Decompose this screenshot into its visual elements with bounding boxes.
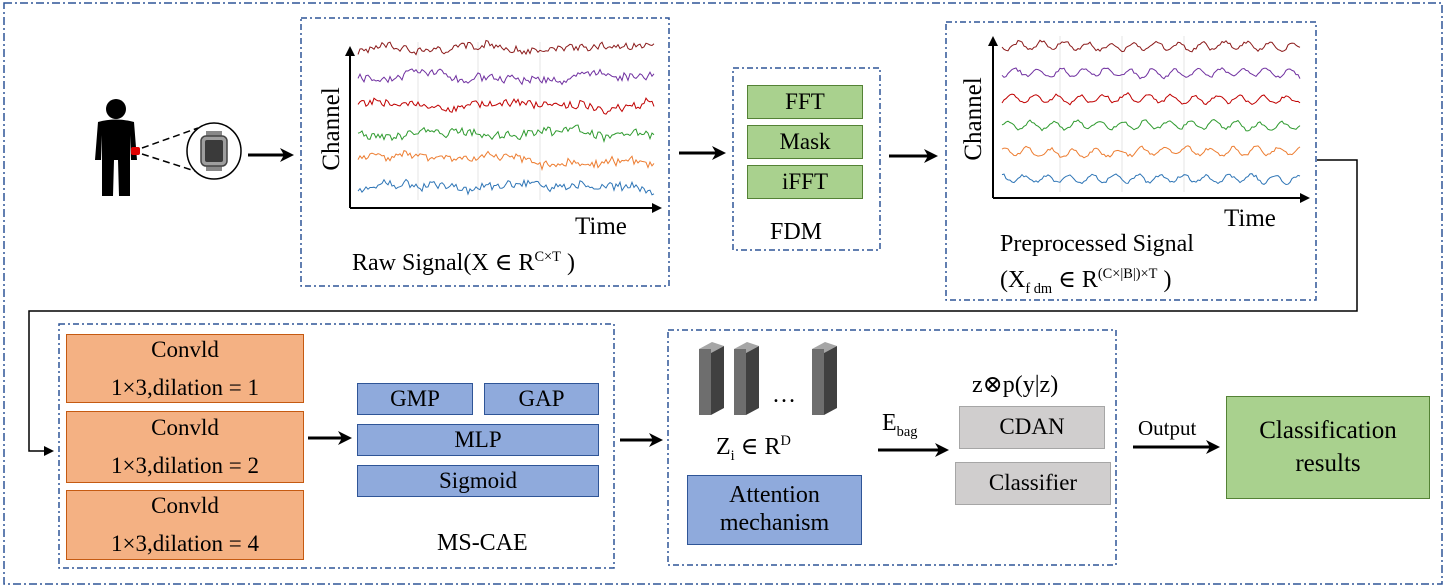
mlp-block: MLP (357, 424, 599, 456)
signal-trace (1001, 173, 1301, 186)
fdm-panel (732, 67, 881, 251)
classifier-block: Classifier (955, 462, 1111, 505)
ellipsis-label: … (772, 382, 796, 408)
pre-y-axis-label: Channel (960, 77, 987, 161)
signal-trace (1001, 39, 1301, 53)
raw-y-axis-label: Channel (318, 87, 345, 171)
output-label: Output (1138, 416, 1197, 440)
cdan-block: CDAN (959, 406, 1105, 449)
link-line-bottom (141, 153, 199, 173)
raw-signal-traces (357, 39, 655, 196)
smartwatch-icon (186, 122, 242, 180)
gap-block: GAP (484, 383, 599, 415)
classification-results-box: Classification results (1226, 396, 1430, 499)
cube-feature-icon (699, 342, 837, 415)
attention-panel (667, 329, 1117, 566)
signal-trace (1001, 91, 1301, 106)
signal-trace (357, 178, 655, 196)
outer-frame (3, 2, 1443, 585)
gmp-block: GMP (357, 383, 473, 415)
link-line-top (141, 127, 199, 149)
signal-trace (1001, 145, 1301, 159)
z-feature-label: Zi ∈ RD (716, 433, 791, 464)
signal-trace (1001, 67, 1301, 80)
e-bag-label: Ebag (882, 410, 918, 440)
ms-cae-caption: MS-CAE (437, 530, 528, 556)
mask-block: Mask (747, 125, 863, 159)
ifft-block: iFFT (747, 165, 863, 199)
signal-trace (1001, 119, 1301, 132)
fdm-caption: FDM (770, 219, 823, 245)
raw-x-axis-label: Time (575, 213, 627, 240)
raw-caption: Raw Signal(X ∈ RC×T ) (352, 249, 575, 276)
preprocessed-panel (945, 21, 1317, 301)
pre-caption-line1: Preprocessed Signal (1000, 231, 1194, 257)
cdan-formula: z⊗p(y|z) (972, 372, 1059, 398)
connector-to-ms-cae (28, 159, 1358, 456)
signal-trace (357, 68, 655, 86)
signal-trace (357, 149, 655, 172)
ms-cae-panel (58, 323, 615, 569)
signal-trace (357, 124, 655, 143)
sigmoid-block: Sigmoid (357, 465, 599, 497)
signal-trace (357, 97, 655, 115)
preprocessed-signal-traces (1001, 39, 1301, 186)
pre-caption-line2: (Xf dm ∈ R(C×|B|)×T ) (1000, 266, 1172, 297)
pre-x-axis-label: Time (1224, 205, 1276, 232)
signal-trace (357, 39, 655, 56)
person-icon (95, 99, 140, 196)
attention-mechanism-block: Attention mechanism (687, 475, 862, 545)
fft-block: FFT (747, 85, 863, 119)
raw-signal-panel (300, 17, 670, 287)
